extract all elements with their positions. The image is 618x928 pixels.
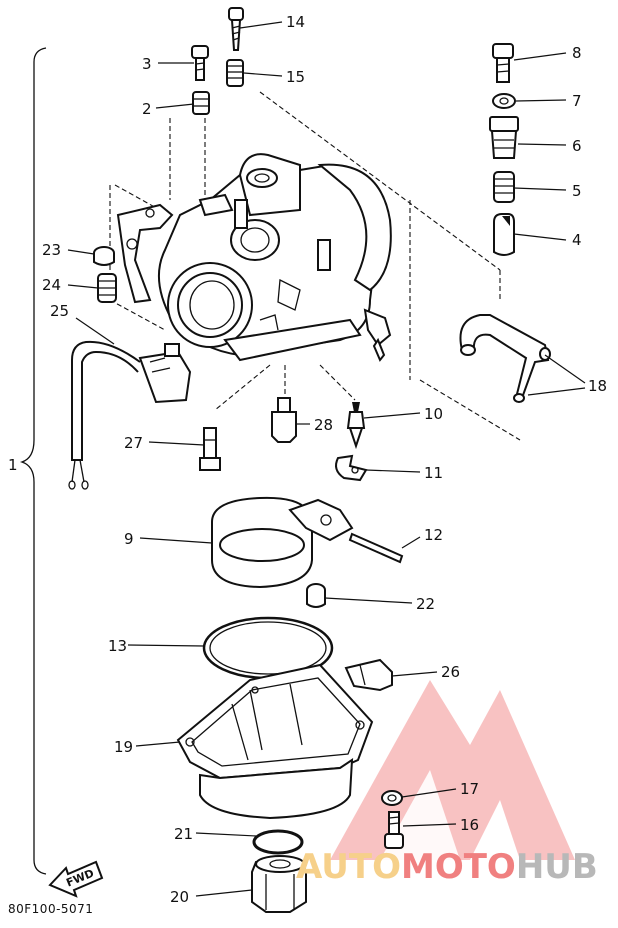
part-26-bracket	[344, 658, 393, 692]
callout-24: 24	[42, 276, 61, 294]
watermark-word-auto: AUTO	[296, 847, 401, 887]
callout-12: 12	[424, 526, 443, 544]
callout-9: 9	[124, 530, 134, 548]
callout-13: 13	[108, 637, 127, 655]
part-14-screw	[228, 7, 244, 51]
callout-18: 18	[588, 377, 607, 395]
part-12-pin	[348, 532, 404, 564]
callout-27: 27	[124, 434, 143, 452]
callout-20: 20	[170, 888, 189, 906]
part-16-screw	[384, 811, 404, 849]
part-27-jet	[199, 427, 221, 471]
part-7-nut	[492, 93, 516, 109]
part-11-clip	[335, 454, 368, 482]
watermark-word-moto: MOTO	[401, 847, 516, 887]
callout-22: 22	[416, 595, 435, 613]
part-28-needle-jet	[271, 397, 297, 443]
part-10-needle-valve	[346, 402, 366, 450]
watermark-text: AUTOMOTOHUB	[296, 847, 598, 887]
part-17-washer	[381, 790, 403, 806]
callout-10: 10	[424, 405, 443, 423]
part-21-o-ring	[252, 829, 304, 855]
callout-7: 7	[572, 92, 582, 110]
callout-14: 14	[286, 13, 305, 31]
part-8-screw	[492, 43, 514, 83]
watermark-triangle	[330, 680, 575, 860]
part-15-spring	[226, 59, 244, 87]
callout-3: 3	[142, 55, 152, 73]
callout-5: 5	[572, 182, 582, 200]
fwd-arrow: FWD	[48, 860, 104, 898]
callout-28: 28	[314, 416, 333, 434]
callout-23: 23	[42, 241, 61, 259]
watermark-word-hub: HUB	[516, 847, 598, 887]
callout-8: 8	[572, 44, 582, 62]
leader-lines	[67, 21, 586, 897]
alignment-lines	[109, 91, 521, 441]
part-19-float-bowl	[176, 663, 374, 820]
callout-16: 16	[460, 816, 479, 834]
callout-19: 19	[114, 738, 133, 756]
part-18-hose	[459, 314, 551, 403]
callout-labels: 1 2 3 4 5 6 7 8 9 10 11 12 13 14 15 16 1…	[8, 13, 607, 906]
part-3-screw	[191, 45, 209, 81]
callout-1: 1	[8, 456, 18, 474]
callout-4: 4	[572, 231, 582, 249]
callout-26: 26	[441, 663, 460, 681]
part-5-spring	[493, 171, 515, 203]
part-4-piston	[493, 213, 515, 256]
callout-2: 2	[142, 100, 152, 118]
svg-text:AUTOMOTOHUB: AUTOMOTOHUB	[296, 847, 598, 887]
callout-6: 6	[572, 137, 582, 155]
callout-21: 21	[174, 825, 193, 843]
part-2-spring	[192, 91, 210, 115]
watermark-logo	[330, 680, 575, 860]
callout-25: 25	[50, 302, 69, 320]
part-6-fitting	[489, 116, 519, 159]
assembly-bracket	[19, 47, 47, 875]
part-24-spring	[97, 273, 117, 303]
part-9-float	[211, 496, 354, 589]
part-20-drain-plug	[251, 855, 307, 913]
callout-17: 17	[460, 780, 479, 798]
part-25-sensor	[68, 340, 192, 490]
part-22-plug	[306, 583, 326, 608]
callout-15: 15	[286, 68, 305, 86]
drawing-code: 80F100-5071	[8, 902, 94, 916]
part-23-cap	[93, 246, 115, 266]
carburetor-body	[116, 153, 392, 362]
callout-11: 11	[424, 464, 443, 482]
